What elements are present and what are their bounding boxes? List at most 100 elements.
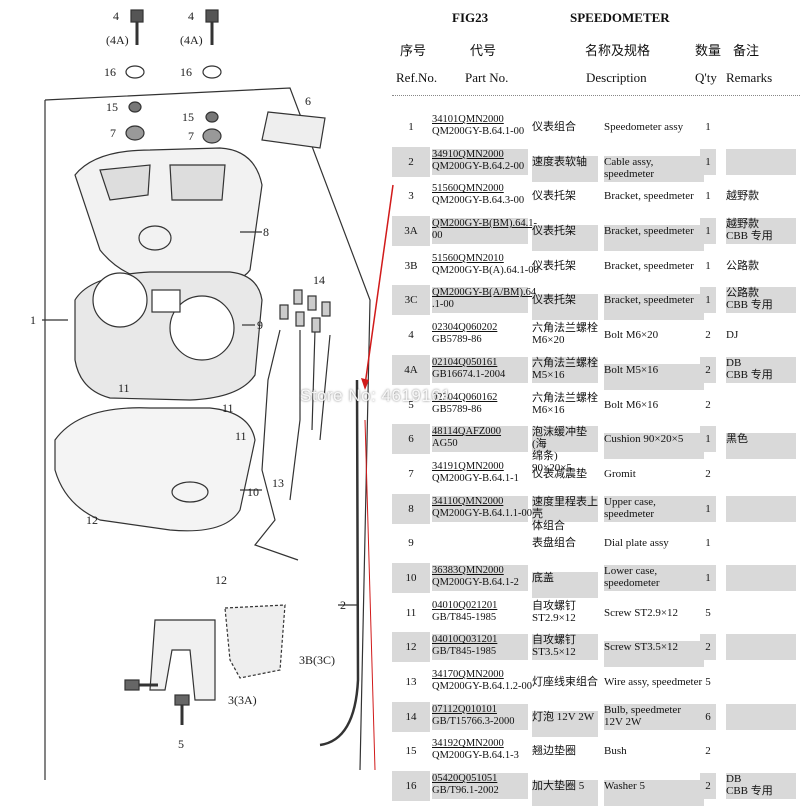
cell-remarks: 越野款 (726, 190, 796, 202)
bush-15-right (205, 111, 219, 123)
callout-16-left: 16 (104, 65, 116, 79)
cell-part-no-line: 48114QAFZ000 (432, 426, 502, 438)
cell-name-cn: 翘边垫圈 (532, 745, 598, 757)
cell-description: Wire assy, speedmeter (604, 676, 704, 688)
cell-qty: 2 (705, 398, 711, 411)
cell-part-no-line: 51560QMN2000 (432, 183, 504, 195)
cell-ref: 3C (392, 285, 430, 316)
cell-part-no-line: QM200GY-B.64.3-00 (432, 195, 525, 207)
cell-qty: 1 (700, 148, 716, 175)
cell-description: Cushion 90×20×5 (604, 433, 704, 460)
cell-ref: 12 (392, 632, 430, 663)
callout-6: 6 (305, 94, 311, 108)
cell-remarks-line: CBB 专用 (726, 785, 773, 798)
cell-description-line: Upper case, (604, 495, 656, 508)
col-header-qty-cn: 数量 (695, 43, 722, 58)
callout-12-a: 12 (86, 513, 98, 527)
cell-ref: 5 (408, 398, 414, 411)
cell-remarks-line: 越野款 (726, 218, 759, 231)
cell-name-cn-line: 仪表托架 (532, 294, 576, 307)
cell-qty: 5 (705, 676, 711, 688)
callout-11-c: 11 (222, 401, 234, 415)
callout-3b-3c: 3B(3C) (299, 653, 335, 667)
cell-name-cn: 仪表组合 (532, 121, 598, 133)
cell-name-cn-line: ST3.5×12 (532, 646, 576, 659)
cell-part-no-line: GB/T96.1-2002 (432, 785, 499, 797)
cell-part-no-line: QM200GY-B.64.1.2-00 (432, 681, 533, 692)
fig-label: FIG23 (452, 10, 489, 25)
cell-name-cn-line: 仪表托架 (532, 259, 576, 272)
cell-name-cn-line: 体组合 (532, 519, 565, 532)
cell-description-line: Bolt M6×16 (604, 398, 659, 411)
cell-ref: 4 (408, 329, 414, 342)
cell-qty: 2 (705, 467, 711, 480)
cell-name-cn-line: 绵条) 90×20×5 (532, 450, 572, 475)
callout-8: 8 (263, 225, 269, 239)
cell-description-line: Bracket, speedmeter (604, 225, 694, 238)
cell-qty: 1 (705, 190, 711, 203)
cell-name-cn: 灯座线束组合 (532, 676, 598, 688)
cell-remarks: 公路款 (726, 260, 796, 272)
cell-part-no-line: 02304Q060162 (432, 391, 498, 403)
cell-description-line: Bush (604, 745, 627, 758)
cell-name-cn-line: 速度表软轴 (532, 155, 587, 168)
cell-qty: 2 (700, 634, 716, 661)
lower-case-10 (54, 407, 256, 532)
cell-name-cn-line: 泡沫缓冲垫(海 (532, 426, 587, 451)
col-header-desc-cn: 名称及规格 (585, 43, 651, 58)
cell-remarks-line: DB (726, 773, 742, 786)
cell-description-line: Bulb, speedmeter (604, 703, 681, 716)
tacho-gauge (169, 295, 235, 361)
cell-description: Bush (604, 745, 704, 757)
cell-description-line: Speedometer assy (604, 121, 684, 133)
cell-part-no-line: QM200GY-B.64.1-3 (432, 750, 519, 762)
cell-name-cn: 仪表托架 (532, 260, 598, 272)
cell-ref: 10 (392, 562, 430, 593)
cell-description: Screw ST2.9×12 (604, 607, 704, 619)
cell-qty: 1 (700, 287, 716, 314)
cell-ref: 3A (392, 216, 430, 247)
cell-description-line: Wire assy, speedmeter (604, 676, 703, 688)
callout-7-left: 7 (110, 126, 116, 140)
table-title: SPEEDOMETER (570, 10, 670, 25)
cell-name-cn-line: 灯座线束组合 (532, 676, 598, 688)
cell-name-cn-line: 六角法兰螺栓 (532, 391, 598, 404)
callout-16-right: 16 (180, 65, 192, 79)
col-header-ref-en: Ref.No. (396, 70, 438, 85)
callout-5: 5 (178, 737, 184, 751)
bush-15-left (128, 101, 142, 113)
cell-name-cn-line: 仪表托架 (532, 190, 576, 203)
callout-11-b: 11 (235, 429, 247, 443)
cell-qty: 1 (700, 426, 716, 453)
cell-description: Bolt M5×16 (604, 363, 704, 390)
cell-remarks: 黑色 (726, 433, 796, 460)
upper-case-8 (74, 147, 263, 284)
cell-remarks (726, 495, 796, 522)
cell-ref: 3 (408, 190, 414, 203)
bolt-4-lower (124, 679, 158, 691)
cell-description-line: speedmeter (604, 507, 655, 520)
cell-remarks-line: CBB 专用 (726, 299, 773, 312)
cell-name-cn-line: 六角法兰螺栓 (532, 322, 598, 335)
cell-name-cn: 灯泡 12V 2W (532, 710, 598, 737)
cell-part-no-line: QM200GY-B.64.1.1-00 (432, 507, 533, 519)
callout-3-3a: 3(3A) (228, 693, 257, 707)
